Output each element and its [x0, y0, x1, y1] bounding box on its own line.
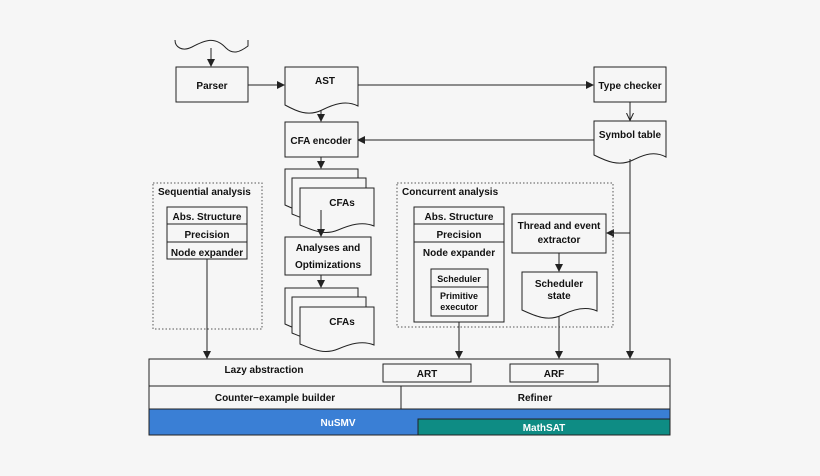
mathsat-label: MathSAT — [523, 423, 566, 434]
sequential-abs-structure: Abs. Structure — [173, 212, 242, 223]
arf-box — [509, 363, 599, 383]
concurrent-node-expander: Node expander — [423, 248, 495, 259]
thread-extractor-label-line2: extractor — [538, 235, 581, 246]
cfas-stack-front-2 — [299, 306, 375, 352]
scheduler-state-document — [521, 271, 598, 319]
cfa-encoder-label: CFA encoder — [290, 136, 351, 147]
analyses-label-line1: Analyses and — [296, 243, 360, 254]
concurrent-analysis-title: Concurrent analysis — [402, 187, 499, 198]
scheduler-executor-box — [430, 268, 489, 317]
lazy-abstraction-label: Lazy abstraction — [225, 365, 304, 376]
refiner-label: Refiner — [518, 393, 553, 404]
sequential-precision: Precision — [184, 230, 229, 241]
thread-extractor-label-line1: Thread and event — [518, 221, 601, 232]
cfas-stack-front-1 — [299, 187, 375, 233]
concurrent-analysis-region — [396, 182, 614, 328]
input-wave — [174, 39, 249, 53]
sequential-node-expander: Node expander — [171, 248, 243, 259]
cfas-label-2: CFAs — [329, 317, 355, 328]
symbol-table-document — [593, 120, 667, 164]
analyses-label-line2: Optimizations — [295, 260, 362, 271]
ast-document — [284, 66, 359, 114]
primitive-executor-label-line1: Primitive — [440, 291, 478, 301]
art-box — [382, 363, 472, 383]
cfas-label-1: CFAs — [329, 198, 355, 209]
analyses-box — [284, 236, 372, 276]
art-label: ART — [417, 369, 438, 380]
parser-box — [175, 66, 249, 103]
thread-extractor-box — [511, 213, 607, 254]
sequential-analysis-title: Sequential analysis — [158, 187, 251, 198]
arf-label: ARF — [544, 369, 565, 380]
mathsat-bar — [417, 418, 671, 436]
nusmv-label: NuSMV — [321, 418, 356, 429]
scheduler-label: Scheduler — [437, 274, 481, 284]
ast-label: AST — [315, 76, 335, 87]
scheduler-state-label-line1: Scheduler — [535, 279, 583, 290]
concurrent-abs-structure: Abs. Structure — [425, 212, 494, 223]
primitive-executor-label-line2: executor — [440, 302, 478, 312]
scheduler-state-label-line2: state — [547, 291, 571, 302]
parser-label: Parser — [196, 81, 227, 92]
concurrent-precision: Precision — [436, 230, 481, 241]
symbol-table-label: Symbol table — [599, 130, 662, 141]
counter-example-builder-label: Counter−example builder — [215, 393, 335, 404]
type-checker-label: Type checker — [598, 81, 661, 92]
